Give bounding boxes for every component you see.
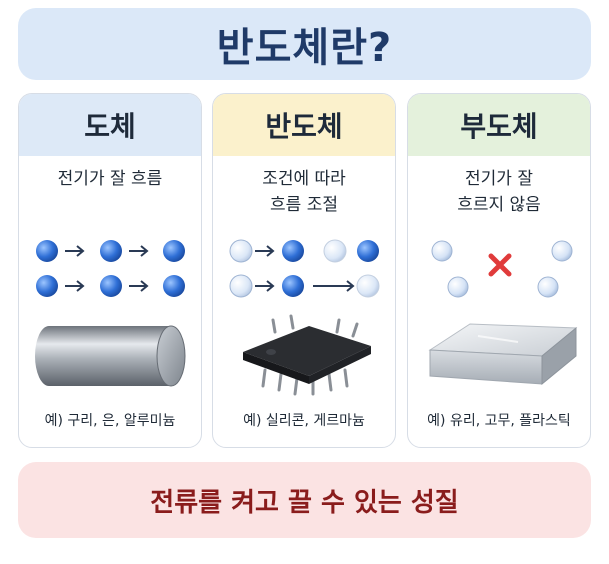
arrow-right-icon	[255, 245, 275, 257]
metal-cylinder-icon	[35, 325, 186, 387]
electron-row-2	[36, 275, 185, 297]
electron-icon	[163, 240, 185, 262]
conductor-description: 전기가 잘 흐름	[57, 169, 163, 189]
conductor-card: 도체 전기가 잘 흐름	[18, 93, 202, 448]
conductor-examples: 예) 구리, 은, 알루미늄	[44, 413, 176, 429]
electron-icon	[36, 275, 58, 297]
summary-banner: 전류를 켜고 끌 수 있는 성질	[18, 462, 591, 538]
conductor-electron-flow	[36, 240, 185, 297]
electron-icon	[357, 240, 379, 262]
arrow-right-icon	[129, 245, 149, 257]
electron-icon	[282, 240, 304, 262]
electron-faded-icon	[229, 274, 253, 298]
cross-icon	[488, 253, 512, 277]
electron-row-1	[36, 240, 185, 262]
electron-icon	[163, 275, 185, 297]
arrow-right-icon	[313, 280, 355, 292]
arrow-right-icon	[65, 245, 85, 257]
semiconductor-description: 조건에 따라 흐름 조절	[262, 169, 346, 215]
electron-row-2	[229, 274, 380, 298]
electron-icon	[100, 240, 122, 262]
summary-text: 전류를 켜고 끌 수 있는 성질	[150, 487, 459, 518]
microchip-icon	[243, 314, 371, 396]
electron-icon	[282, 275, 304, 297]
electron-faded-icon	[229, 239, 253, 263]
electron-faded-icon	[551, 240, 573, 262]
semiconductor-card-header: 반도체	[213, 94, 395, 156]
title-banner: 반도체란?	[18, 8, 591, 80]
conductor-title: 도체	[84, 110, 136, 143]
insulator-card: 부도체 전기가 잘 흐르지 않음	[407, 93, 591, 448]
semiconductor-title: 반도체	[265, 110, 343, 143]
arrow-right-icon	[255, 280, 275, 292]
arrow-right-icon	[65, 280, 85, 292]
electron-icon	[36, 240, 58, 262]
electron-faded-icon	[431, 240, 453, 262]
semiconductor-card: 반도체 조건에 따라 흐름 조절	[212, 93, 396, 448]
insulator-card-header: 부도체	[408, 94, 590, 156]
semiconductor-electron-flow	[229, 239, 380, 298]
glass-block-icon	[428, 323, 578, 386]
electron-faded-icon	[447, 276, 469, 298]
electron-faded-icon	[356, 274, 380, 298]
insulator-electron-static	[431, 240, 573, 298]
conductor-card-header: 도체	[19, 94, 201, 156]
arrow-right-icon	[129, 280, 149, 292]
page-title: 반도체란?	[216, 25, 393, 71]
electron-icon	[100, 275, 122, 297]
electron-faded-icon	[323, 239, 347, 263]
electron-row-1	[229, 239, 379, 263]
electron-faded-icon	[537, 276, 559, 298]
semiconductor-examples: 예) 실리콘, 게르마늄	[243, 413, 365, 429]
insulator-title: 부도체	[460, 110, 538, 143]
insulator-description: 전기가 잘 흐르지 않음	[457, 169, 541, 215]
insulator-examples: 예) 유리, 고무, 플라스틱	[427, 413, 571, 429]
